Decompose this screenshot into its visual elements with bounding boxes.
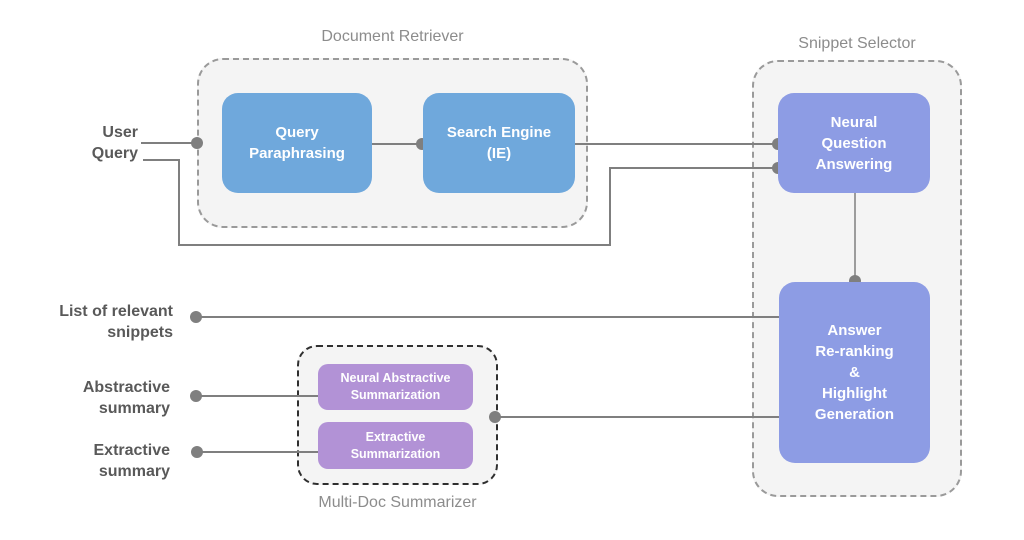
label-abstractive-summary: Abstractive summary [82,379,170,417]
label-extractive-summary: Extractive summary [93,442,171,480]
node-answer-reranking: Answer Re-ranking & Highlight Generation [779,282,930,463]
junction-dot-snippet-list [190,311,202,323]
node-extractive-summarization: Extractive Summarization [318,422,473,469]
node-search-engine: Search Engine (IE) [423,93,575,193]
node-neural-question-answering: Neural Question Answering [778,93,930,193]
junction-dot-abstractive [190,390,202,402]
group-title-snippet-selector: Snippet Selector [798,35,916,52]
group-title-multi-doc-summarizer: Multi-Doc Summarizer [318,494,477,511]
label-user-query: User Query [91,124,138,162]
label-list-of-relevant-snippets: List of relevant snippets [59,303,173,341]
node-neural-abstractive-summarization: Neural Abstractive Summarization [318,364,473,410]
node-query-paraphrasing: Query Paraphrasing [222,93,372,193]
group-title-document-retriever: Document Retriever [321,28,464,45]
junction-dot-extractive [191,446,203,458]
